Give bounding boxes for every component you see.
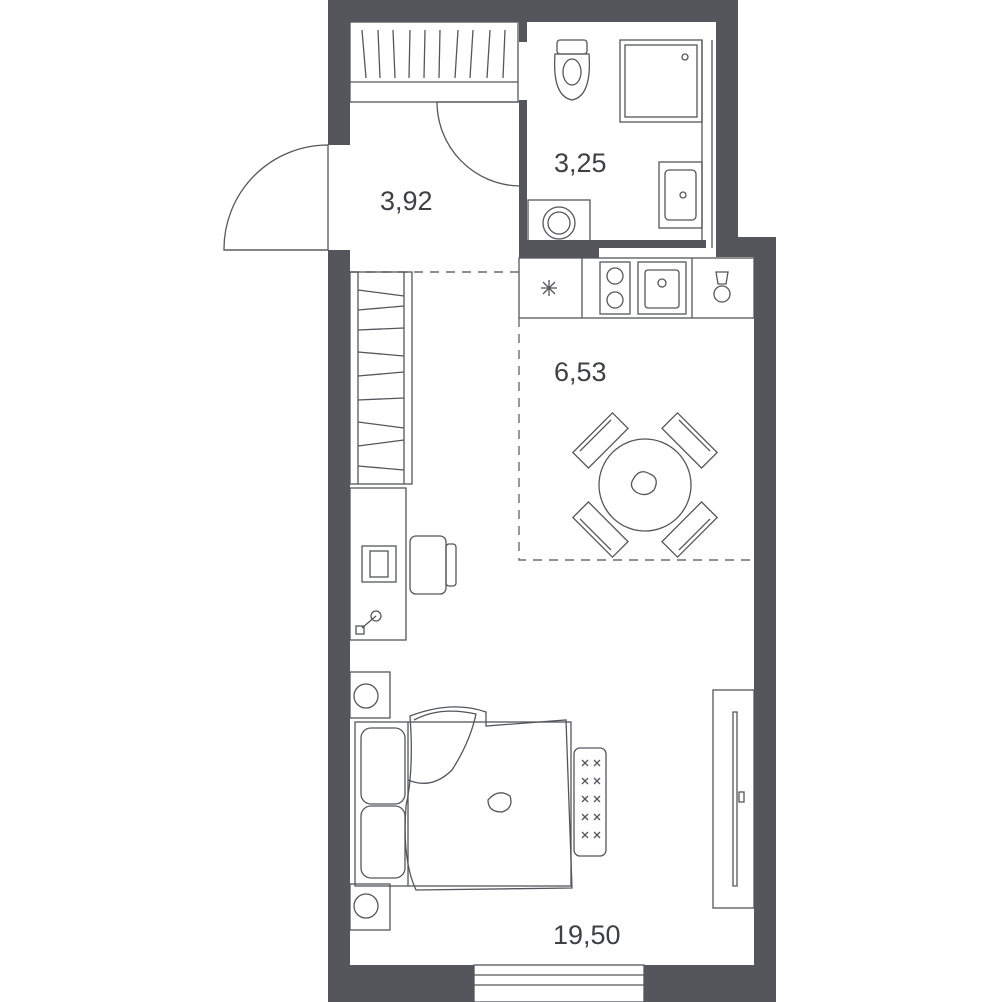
kitchen-sink-icon xyxy=(637,261,687,315)
desk-icon xyxy=(349,487,407,641)
dishwasher-icon xyxy=(713,271,731,303)
washing-machine-icon xyxy=(527,199,591,247)
door-swing-icon xyxy=(223,144,329,251)
fridge-icon xyxy=(541,280,557,296)
shower-tray-icon xyxy=(619,39,703,123)
bed-icon xyxy=(349,671,607,931)
dining-table-icon xyxy=(571,411,719,559)
hallway-area-label: 3,92 xyxy=(380,186,433,216)
kitchen-zone-outline xyxy=(350,271,754,561)
kitchen-area-label: 6,53 xyxy=(554,357,607,387)
toilet-icon xyxy=(553,39,591,101)
washbasin-icon xyxy=(658,40,713,248)
walls xyxy=(328,0,776,1002)
living-area-label: 19,50 xyxy=(553,920,621,950)
wardrobe-icon xyxy=(349,271,413,485)
tv-cabinet-icon xyxy=(712,689,755,909)
window-icon xyxy=(473,964,645,1002)
area-labels: 3,92 3,25 6,53 19,50 xyxy=(380,148,621,950)
office-chair-icon xyxy=(409,535,457,595)
bathroom-door-swing-icon xyxy=(436,101,520,187)
kitchen-counter xyxy=(518,257,755,319)
stove-icon xyxy=(599,261,631,315)
wardrobe-icon xyxy=(349,21,519,103)
bathroom-area-label: 3,25 xyxy=(554,148,607,178)
